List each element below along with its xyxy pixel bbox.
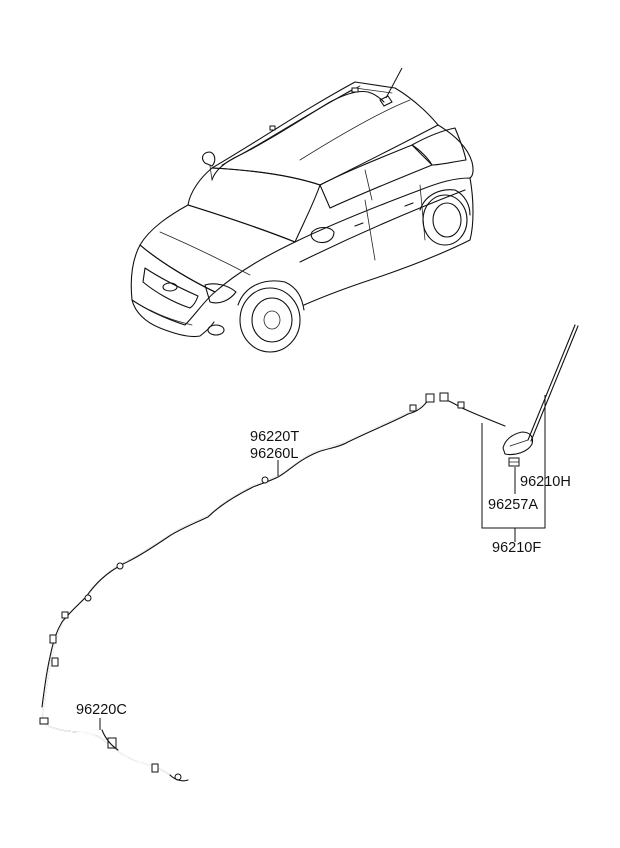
- label-96257A: 96257A: [488, 497, 538, 513]
- part-labels: 96220T 96260L 96210H 96257A 96210F 96220…: [76, 429, 571, 718]
- label-96210F: 96210F: [492, 540, 541, 556]
- vehicle-illustration: [130, 67, 474, 353]
- label-96220C: 96220C: [76, 702, 127, 718]
- roof-antenna-assembly: [439, 324, 579, 542]
- roof-antenna-cable: [39, 393, 435, 782]
- label-96220T: 96220T: [250, 429, 299, 445]
- label-96210H: 96210H: [520, 474, 571, 490]
- label-96260L: 96260L: [250, 446, 298, 462]
